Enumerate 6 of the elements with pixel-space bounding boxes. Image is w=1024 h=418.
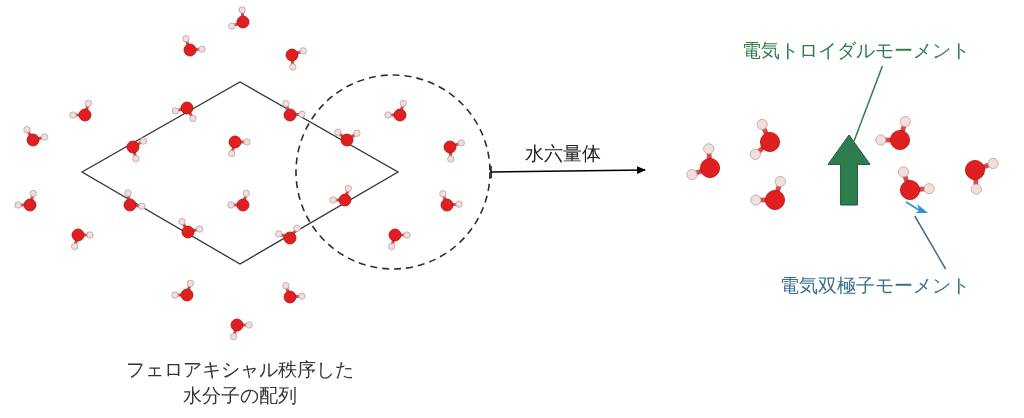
moment-label: 電気トロイダルモーメント [742,38,1012,64]
moment-label: 電気双極子モーメント [780,273,1010,299]
leader-line [853,65,884,142]
leader-line [914,215,947,270]
caption: フェロアキシャル秩序した水分子の配列 [125,357,355,408]
arrow [490,165,646,179]
